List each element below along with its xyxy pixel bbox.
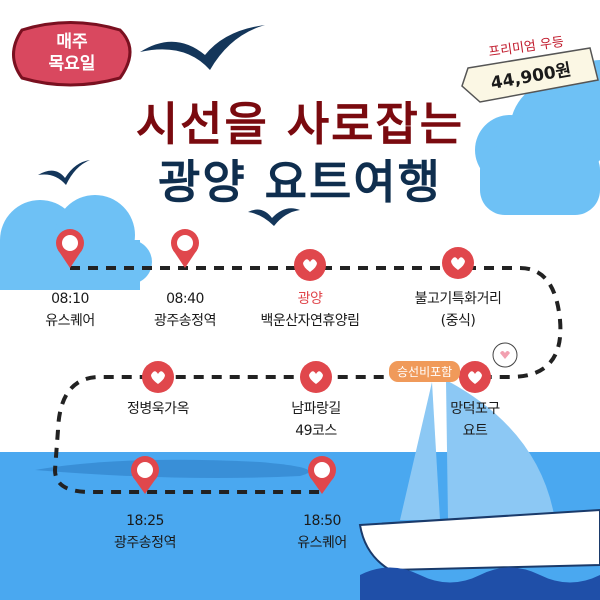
stop-name: 백운산자연휴양림 — [260, 313, 360, 329]
heart-icon — [442, 247, 474, 279]
title-line2: 광양 요트여행 — [158, 155, 442, 209]
island-shadow — [35, 459, 309, 478]
stop-time: 08:10 — [51, 291, 89, 307]
stop-region: 광양 — [297, 291, 323, 307]
stop-name: 불고기특화거리 — [414, 291, 502, 307]
bird-icon — [38, 160, 90, 185]
map-pin-icon — [56, 229, 84, 268]
stop-name: 유스퀘어 — [45, 313, 95, 329]
heart-icon — [294, 249, 326, 281]
sailboat — [358, 380, 600, 600]
heart-icon — [300, 361, 332, 393]
bird-icon — [140, 25, 265, 70]
price-tag-shape — [461, 47, 599, 103]
stop-time: 08:40 — [166, 291, 204, 307]
stop-note: (중식) — [440, 313, 476, 329]
stop-9: 18:50 유스퀘어 — [297, 510, 347, 554]
stop-note: 요트 — [462, 423, 488, 439]
stop-name: 망덕포구 — [450, 401, 500, 417]
map-pin-icon — [131, 456, 159, 494]
bird-icon — [248, 208, 300, 226]
stop-note: 49코스 — [295, 423, 337, 439]
map-pin-icon — [171, 229, 199, 268]
stop-1: 08:10 유스퀘어 — [45, 288, 95, 332]
badge-shape — [12, 21, 132, 87]
stop-name: 광주송정역 — [154, 313, 216, 329]
heart-icon — [142, 361, 174, 393]
stop-name: 광주송정역 — [114, 535, 176, 551]
badge-line2: 목요일 — [48, 54, 96, 74]
title-line1: 시선을 사로잡는 — [135, 97, 465, 151]
stop-name: 유스퀘어 — [297, 535, 347, 551]
boarding-fee-included-tag: 승선비포함 — [389, 361, 461, 382]
stop-time: 18:50 — [303, 513, 341, 529]
stop-7: 정병욱가옥 — [127, 398, 189, 420]
speech-bubble-heart-icon — [492, 342, 518, 368]
badge-line1: 매주 — [56, 32, 88, 52]
stop-4: 불고기특화거리 (중식) — [415, 288, 502, 332]
stop-time: 18:25 — [126, 513, 164, 529]
stop-name: 정병욱가옥 — [127, 401, 189, 417]
stop-2: 08:40 광주송정역 — [154, 288, 216, 332]
map-pin-icon — [308, 456, 336, 494]
stop-6: 남파랑길 49코스 — [291, 398, 341, 442]
stop-8: 18:25 광주송정역 — [114, 510, 176, 554]
stop-name: 남파랑길 — [291, 401, 341, 417]
heart-icon — [459, 361, 491, 393]
